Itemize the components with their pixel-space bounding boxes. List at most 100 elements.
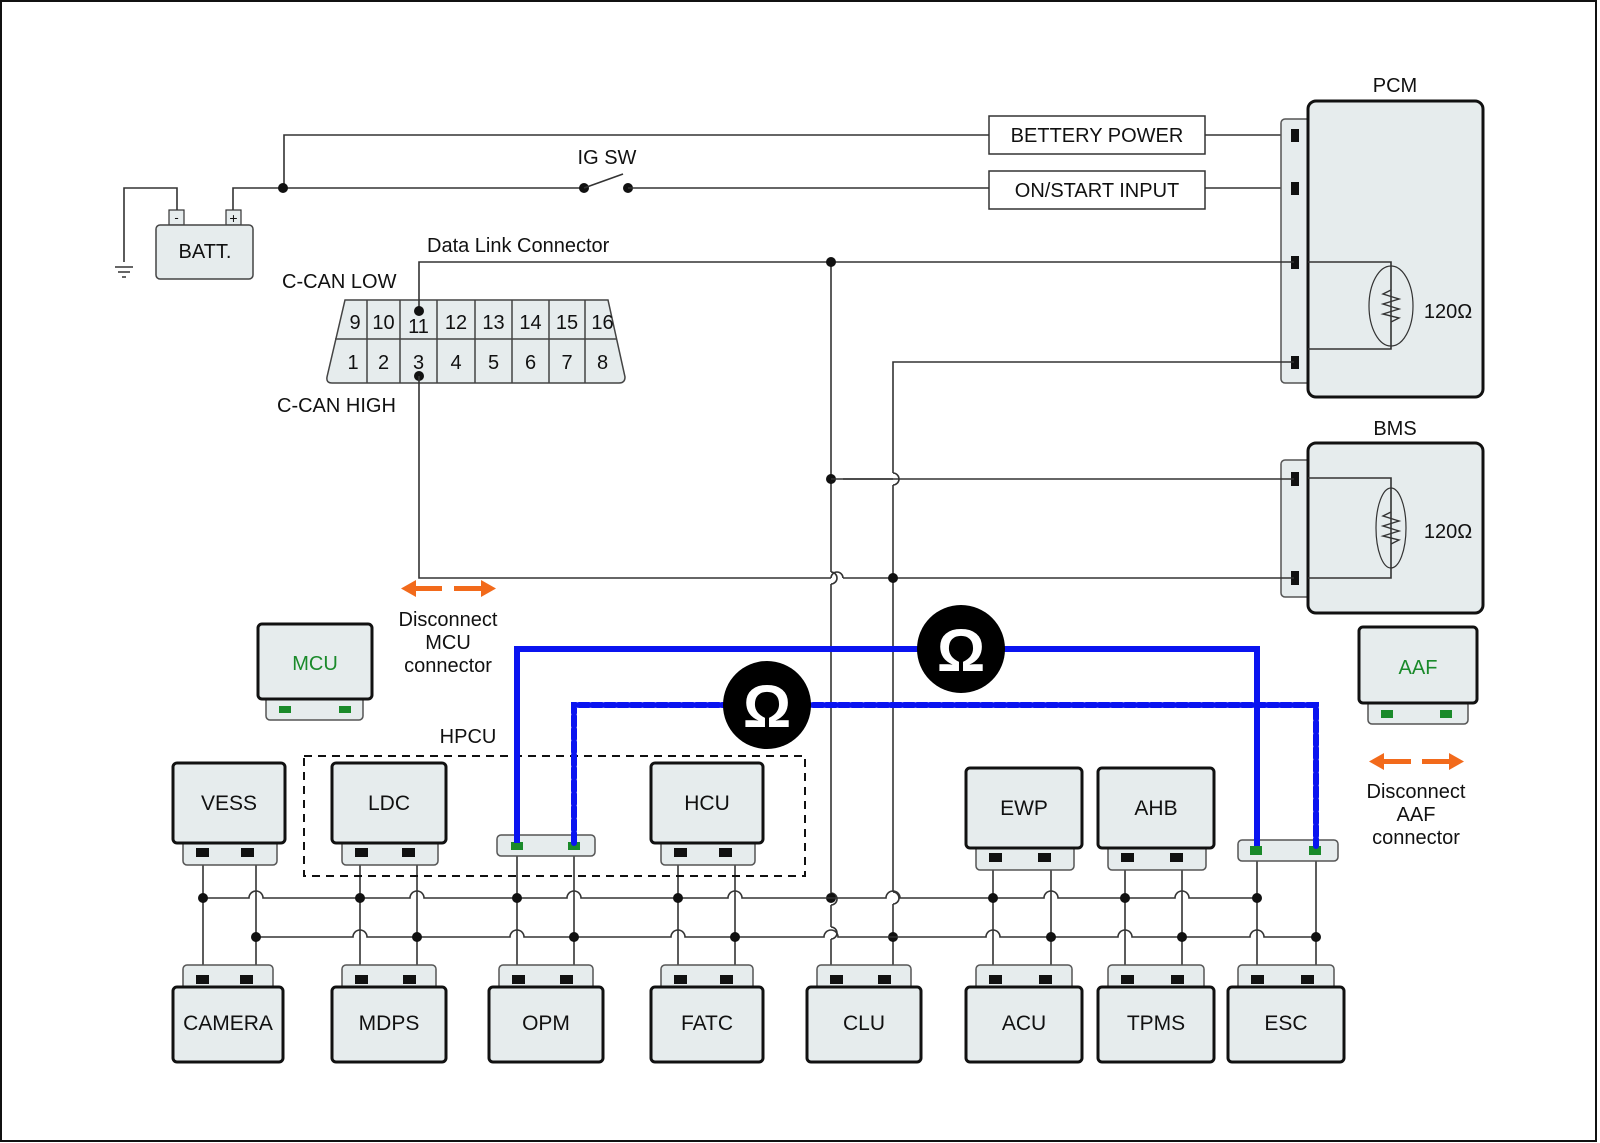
resistor-icon xyxy=(1368,265,1414,347)
dlc-pin-label: 12 xyxy=(445,312,467,334)
disconnect-mcu-arrows xyxy=(401,580,496,597)
dlc-pin-label: 5 xyxy=(488,352,499,374)
module-ewp: EWP xyxy=(964,766,1084,871)
data-link-connector: Data Link Connector C-CAN LOW C-CAN HIGH… xyxy=(277,235,1294,417)
module-fatc: FATC xyxy=(649,964,765,1064)
can-high-label: C-CAN HIGH xyxy=(277,395,396,417)
aaf-module[interactable]: AAF xyxy=(1357,625,1479,725)
pcm-module: PCM 120Ω xyxy=(1280,75,1485,399)
junction-dot xyxy=(512,893,522,903)
on-start-input-label-box xyxy=(988,170,1206,210)
dlc-pin-label: 10 xyxy=(372,312,394,334)
module-label: MDPS xyxy=(359,1012,420,1035)
junction-dot xyxy=(198,893,208,903)
dlc-pin-label: 16 xyxy=(591,312,613,334)
module-label: CAMERA xyxy=(183,1012,273,1035)
module-ahb: AHB xyxy=(1096,766,1216,871)
module-label: CLU xyxy=(843,1012,885,1035)
pcm-resistor-label: 120Ω xyxy=(1424,301,1472,323)
module-label: HCU xyxy=(684,792,730,815)
ohmmeter-icon: Ω xyxy=(917,605,1005,693)
junction-dot xyxy=(1177,932,1187,942)
dlc-pin-label: 9 xyxy=(349,312,360,334)
disconnect-aaf-arrows xyxy=(1369,753,1464,770)
bms-box xyxy=(1306,441,1485,615)
module-label: EWP xyxy=(1000,797,1048,820)
module-tpms: TPMS xyxy=(1096,964,1216,1064)
ig-switch: IG SW xyxy=(578,147,637,193)
junction-dot xyxy=(1311,932,1321,942)
battery-label: BATT. xyxy=(179,241,232,263)
disconnect-mcu-line3: connector xyxy=(404,655,492,677)
hpcu-label: HPCU xyxy=(440,726,497,748)
aaf-label: AAF xyxy=(1399,657,1438,679)
junction-dot xyxy=(1046,932,1056,942)
junction-dot xyxy=(412,932,422,942)
pcm-box xyxy=(1306,99,1485,399)
ohmmeter-icon: Ω xyxy=(723,661,811,749)
mcu-module[interactable]: MCU xyxy=(256,622,374,721)
ig-switch-label: IG SW xyxy=(578,147,637,169)
junction-dot xyxy=(278,183,288,193)
dlc-pin-label: 1 xyxy=(347,352,358,374)
battery-power-label: BETTERY POWER xyxy=(1011,125,1184,147)
on-start-input-label: ON/START INPUT xyxy=(1015,180,1179,202)
dlc-pin-label: 15 xyxy=(556,312,578,334)
dlc-pin-label: 7 xyxy=(561,352,572,374)
junction-dot xyxy=(730,932,740,942)
module-label: LDC xyxy=(368,792,410,815)
mcu-harness-connector[interactable] xyxy=(496,834,596,857)
junction-dot xyxy=(1120,893,1130,903)
svg-text:Ω: Ω xyxy=(743,673,791,740)
module-clu: CLU xyxy=(805,964,923,1064)
can-buses xyxy=(198,856,1321,975)
battery-power-wire xyxy=(283,134,989,188)
module-label: VESS xyxy=(201,792,257,815)
junction-dot xyxy=(673,893,683,903)
dlc-pin-label: 3 xyxy=(413,352,424,374)
disconnect-mcu-line1: Disconnect xyxy=(399,609,498,631)
junction-dot xyxy=(251,932,261,942)
module-label: FATC xyxy=(681,1012,733,1035)
module-label: ESC xyxy=(1264,1012,1307,1035)
hpcu-group-outline xyxy=(303,755,806,877)
module-label: AHB xyxy=(1134,797,1177,820)
dlc-pin-label: 4 xyxy=(450,352,461,374)
module-label: OPM xyxy=(522,1012,570,1035)
module-mdps: MDPS xyxy=(330,964,448,1064)
bms-resistor-label: 120Ω xyxy=(1424,521,1472,543)
can-low-label: C-CAN LOW xyxy=(282,271,397,293)
battery-neg-label: - xyxy=(174,210,178,225)
pcm-label: PCM xyxy=(1373,75,1417,97)
battery-box xyxy=(155,224,254,280)
dlc-pin-label: 2 xyxy=(378,352,389,374)
junction-dot xyxy=(355,893,365,903)
module-opm: OPM xyxy=(487,964,605,1064)
dlc-pin-label: 6 xyxy=(525,352,536,374)
module-vess: VESS xyxy=(171,761,287,866)
module-hcu: HCU xyxy=(649,761,765,866)
dlc-pin-label: 8 xyxy=(597,352,608,374)
meter-lead-dashed xyxy=(571,702,1319,849)
bms-module: BMS 120Ω xyxy=(1280,418,1485,615)
resistor-icon xyxy=(1375,487,1407,569)
ground-icon xyxy=(115,266,133,278)
dlc-pin-label: 11 xyxy=(408,316,429,338)
dlc-pin-label: 13 xyxy=(482,312,504,334)
junction-dot xyxy=(988,893,998,903)
mcu-label: MCU xyxy=(292,653,338,675)
module-ldc: LDC xyxy=(330,761,448,866)
disconnect-aaf-line2: AAF xyxy=(1397,804,1436,826)
battery-power-label-box xyxy=(988,115,1206,155)
bms-label: BMS xyxy=(1373,418,1416,440)
disconnect-aaf-line1: Disconnect xyxy=(1367,781,1466,803)
junction-dot xyxy=(1252,893,1262,903)
junction-dot xyxy=(569,932,579,942)
module-camera: CAMERA xyxy=(171,964,285,1064)
dlc-label: Data Link Connector xyxy=(427,235,610,257)
dlc-pin-label: 14 xyxy=(519,312,541,334)
can-low-pin-dot xyxy=(414,306,424,316)
